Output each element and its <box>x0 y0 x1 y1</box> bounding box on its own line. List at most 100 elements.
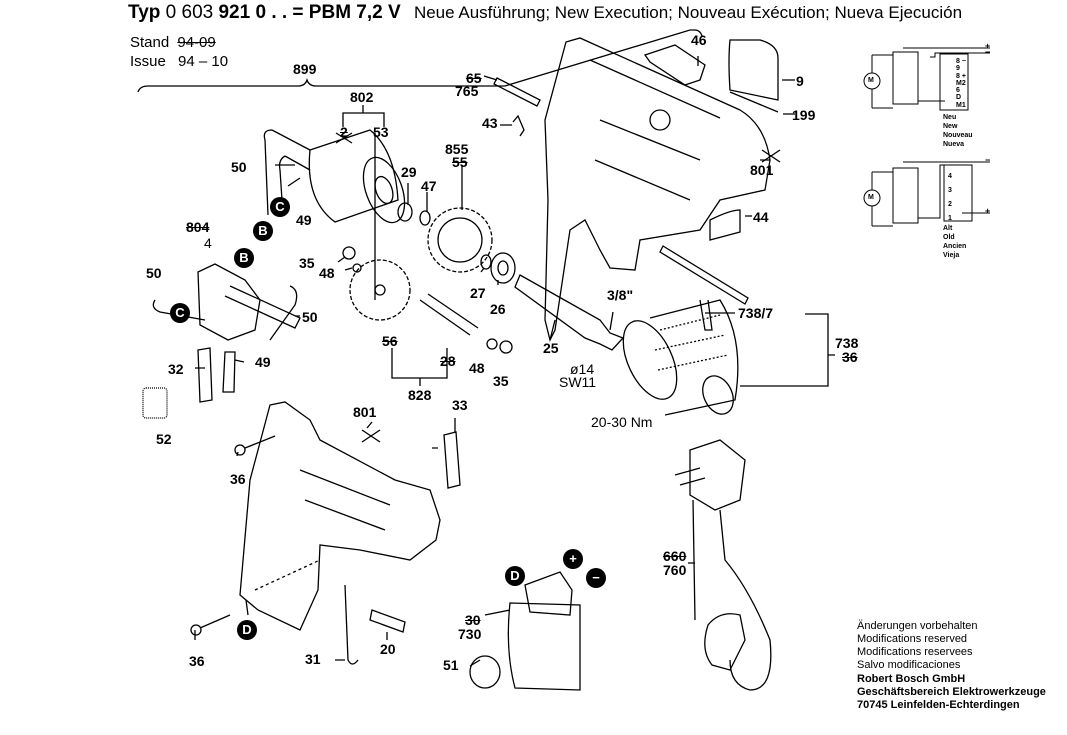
hook-31 <box>344 584 359 665</box>
switch-4 <box>152 263 301 341</box>
part-label-765[interactable]: 765 <box>455 83 479 99</box>
bit-765 <box>493 77 541 107</box>
part-label-35[interactable]: 35 <box>299 255 315 271</box>
part-label-20[interactable]: 20 <box>380 641 396 657</box>
part-label-199[interactable]: 199 <box>792 107 816 123</box>
wiring-plus-old: + <box>985 206 991 216</box>
issue-label: Issue <box>130 53 166 70</box>
part-label-46[interactable]: 46 <box>691 32 707 48</box>
motor-drawing <box>263 129 406 224</box>
part-label-sw11[interactable]: SW11 <box>559 374 597 390</box>
badge-c-switch: C <box>170 303 190 323</box>
gear-56 <box>349 259 411 321</box>
wiring-diagrams <box>863 47 990 227</box>
badge-c-motor: C <box>270 197 290 217</box>
new-version-caption: Neu New Nouveau Nueva <box>943 114 973 148</box>
issue-date: 94 – 10 <box>178 53 229 70</box>
chuck-drawing <box>622 299 739 416</box>
badge-b-switch: B <box>234 248 254 268</box>
part-label-3-8-inch[interactable]: 3/8" <box>607 287 634 303</box>
part-label-50c[interactable]: 50 <box>302 309 318 325</box>
badge-plus: + <box>563 549 583 569</box>
part-label-35b[interactable]: 35 <box>493 373 509 389</box>
typ-number-a: 0 603 <box>165 2 214 23</box>
bearing-29 <box>397 202 413 222</box>
part-label-29[interactable]: 29 <box>401 164 417 180</box>
part-label-44[interactable]: 44 <box>753 209 769 225</box>
badge-b-motor: B <box>253 221 273 241</box>
part-label-9[interactable]: 9 <box>796 73 804 89</box>
spring-44 <box>709 209 741 241</box>
part-label-49[interactable]: 49 <box>296 212 312 228</box>
battery-730 <box>507 571 581 691</box>
part-label-25[interactable]: 25 <box>543 340 559 356</box>
screw-36b <box>199 614 231 629</box>
clip-33 <box>443 431 461 489</box>
ball-35b <box>499 340 513 354</box>
badge-d-battery: D <box>505 566 525 586</box>
stand-label: Stand <box>130 34 170 51</box>
strike-marks <box>335 132 781 443</box>
part-label-55[interactable]: 55 <box>452 154 468 170</box>
ring-48a <box>352 263 362 273</box>
slider-46 <box>643 44 706 86</box>
part-label-49b[interactable]: 49 <box>255 354 271 370</box>
part-label-738[interactable]: 738 <box>835 335 859 351</box>
part-label-65[interactable]: 65 <box>466 70 482 86</box>
label-20 <box>369 609 406 633</box>
part-label-2[interactable]: 2 <box>340 124 348 140</box>
part-label-50[interactable]: 50 <box>231 159 247 175</box>
part-label-33[interactable]: 33 <box>452 397 468 413</box>
part-label-899[interactable]: 899 <box>293 61 317 77</box>
part-label-801b[interactable]: 801 <box>353 404 377 420</box>
part-label-760[interactable]: 760 <box>663 562 687 578</box>
pinion-shaft <box>419 293 479 336</box>
part-label-36a[interactable]: 36 <box>230 471 246 487</box>
torque-spec[interactable]: 20-30 Nm <box>591 414 653 430</box>
part-label-51[interactable]: 51 <box>443 657 459 673</box>
part-label-801[interactable]: 801 <box>750 162 774 178</box>
part-label-31[interactable]: 31 <box>305 651 321 667</box>
old-version-caption: Alt Old Ancien Vieja <box>943 225 967 259</box>
stand-old-date: 94-09 <box>177 34 216 51</box>
part-label-738-7[interactable]: 738/7 <box>738 305 774 321</box>
model-name: 0 . . = PBM 7,2 V <box>255 2 401 23</box>
plate-9 <box>728 39 779 101</box>
part-label-56[interactable]: 56 <box>382 333 398 349</box>
part-label-804[interactable]: 804 <box>186 219 210 235</box>
part-label-d14[interactable]: ø14 <box>570 361 595 377</box>
contacts-32 <box>197 347 236 403</box>
part-label-53[interactable]: 53 <box>373 124 389 140</box>
part-label-48b[interactable]: 48 <box>469 360 485 376</box>
part-label-36b[interactable]: 36 <box>189 653 205 669</box>
ring-27 <box>480 254 492 270</box>
part-label-43[interactable]: 43 <box>482 115 498 131</box>
part-label-660[interactable]: 660 <box>663 548 687 564</box>
part-label-802[interactable]: 802 <box>350 89 374 105</box>
part-label-27[interactable]: 27 <box>470 285 486 301</box>
charger-760 <box>674 439 772 691</box>
wiring-minus-new: − <box>985 47 991 57</box>
part-label-47[interactable]: 47 <box>421 178 437 194</box>
part-label-52[interactable]: 52 <box>156 431 172 447</box>
washer-47 <box>419 210 431 226</box>
strip-199 <box>729 91 779 113</box>
bearing-26 <box>490 252 516 284</box>
housing-left-half <box>239 401 441 631</box>
typ-number-b: 921 <box>218 2 251 23</box>
part-label-32[interactable]: 32 <box>168 361 184 377</box>
part-label-36-struck[interactable]: 36 <box>842 349 858 365</box>
part-label-30[interactable]: 30 <box>465 612 481 628</box>
part-label-855[interactable]: 855 <box>445 141 469 157</box>
part-label-828[interactable]: 828 <box>408 387 432 403</box>
part-label-730[interactable]: 730 <box>458 626 482 642</box>
part-label-50b[interactable]: 50 <box>146 265 162 281</box>
part-label-4[interactable]: 4 <box>204 235 212 251</box>
part-label-48[interactable]: 48 <box>319 265 335 281</box>
bracket-828 <box>391 348 448 386</box>
part-label-28[interactable]: 28 <box>440 353 456 369</box>
housing-right-half <box>544 37 771 342</box>
stand-line: Stand 94-09 <box>130 34 216 51</box>
part-label-26[interactable]: 26 <box>490 301 506 317</box>
